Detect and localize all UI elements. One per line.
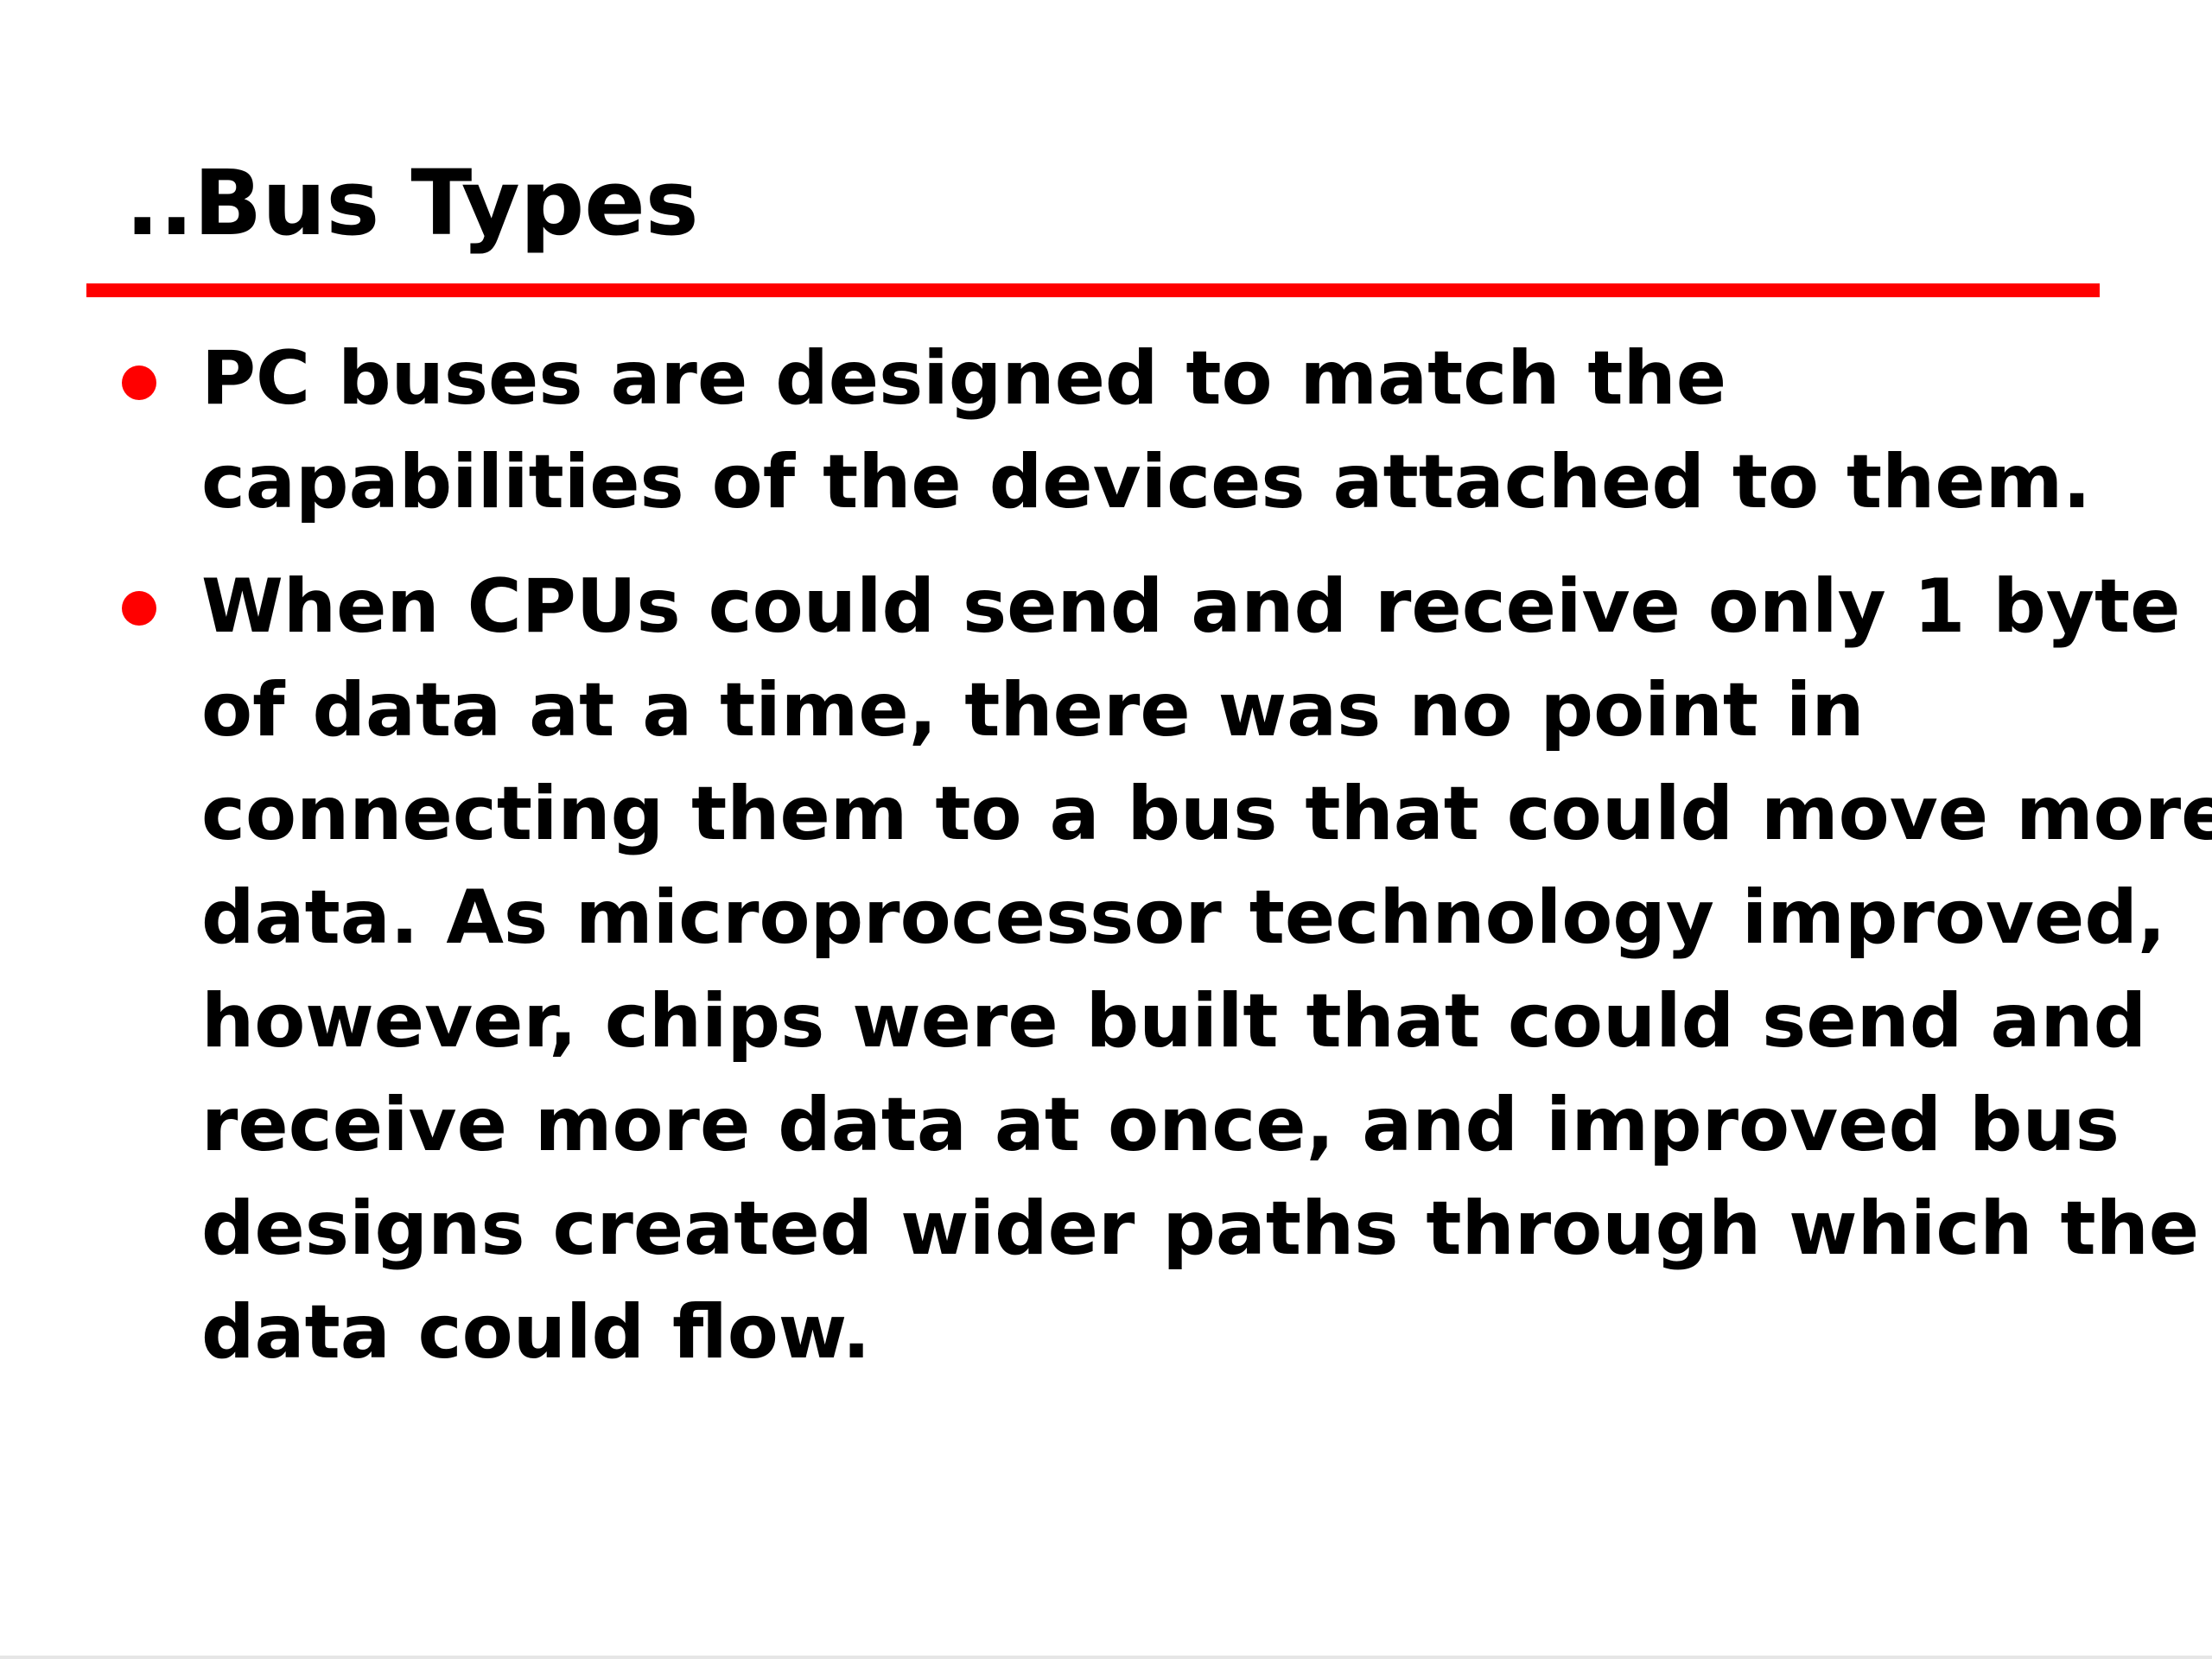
bullet-line: designs created wider paths through whic… (201, 1185, 2200, 1272)
bullet-line-rest: are designed to match the (582, 335, 1727, 422)
bullet-line: receive more data at once, and improved … (201, 1082, 2120, 1168)
bullet-dot-icon (122, 591, 156, 626)
bullet-line: PC buses are designed to match the (201, 327, 2206, 430)
title-underline (86, 283, 2100, 297)
slide-title: ..Bus Types (125, 150, 699, 256)
bullet-line: however, chips were built that could sen… (201, 978, 2147, 1065)
bullet-line: of data at a time, there was no point in (201, 667, 1865, 753)
bullet-dot-icon (122, 365, 156, 400)
bullet-line: When CPUs could send and receive only 1 … (201, 563, 2181, 650)
bullet-line: data. As microprocessor technology impro… (201, 874, 2166, 961)
bullet-text: PC buses are designed to match the capab… (201, 327, 2206, 534)
bold-lead: PC buses (201, 335, 583, 422)
bullet-text: When CPUs could send and receive only 1 … (201, 555, 2212, 1384)
bullet-line: capabilities of the devices attached to … (201, 439, 2091, 525)
slide-bottom-edge (0, 1656, 2212, 1659)
bullet-line: connecting them to a bus that could move… (201, 771, 2212, 857)
bullet-line: data could flow. (201, 1289, 871, 1376)
